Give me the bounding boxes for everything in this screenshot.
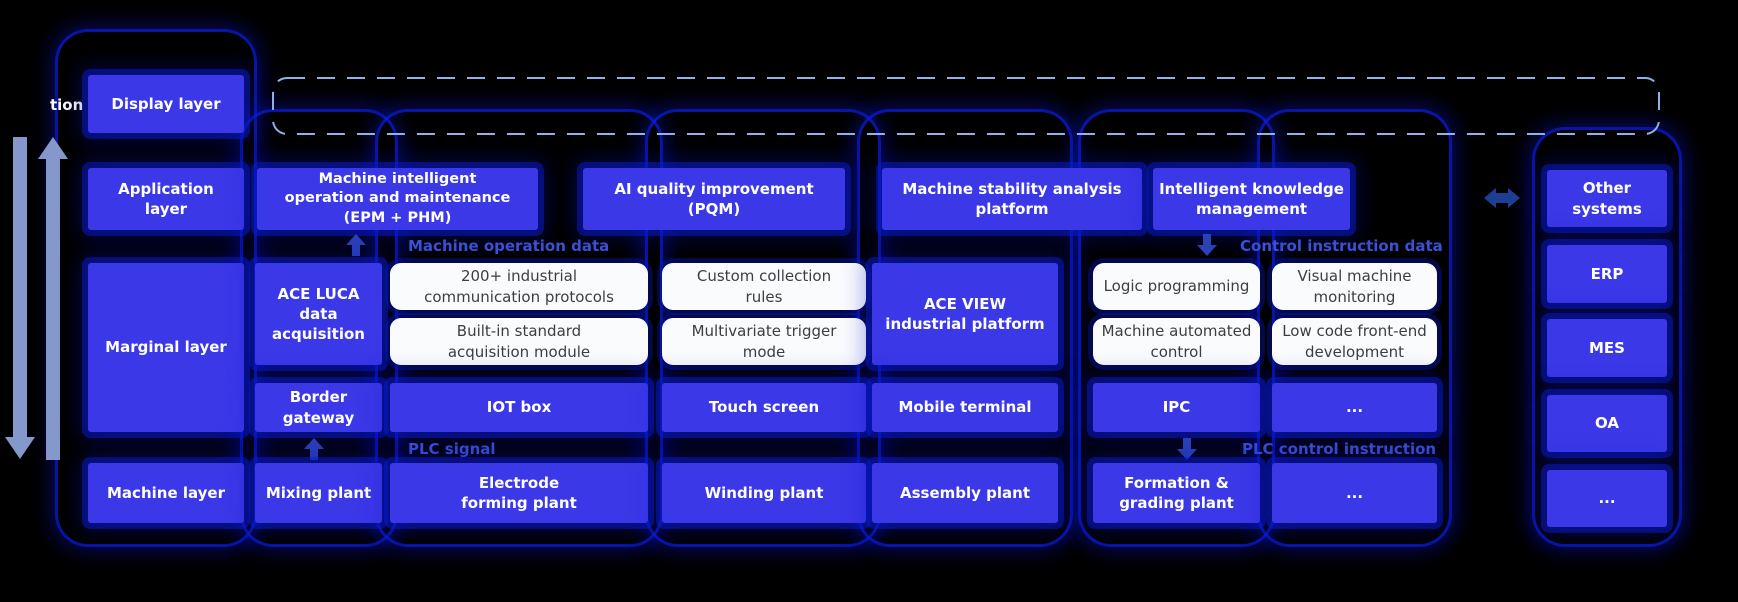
right-more-box: ... — [1547, 470, 1667, 527]
border-gateway-box: Border gateway — [255, 383, 382, 432]
ipc-box: IPC — [1093, 383, 1260, 432]
plc-signal-label: PLC signal — [408, 440, 496, 458]
mes-box: MES — [1547, 319, 1667, 377]
down-flow-arrow-icon — [1176, 438, 1198, 460]
app-stability-platform: Machine stability analysis platform — [882, 168, 1142, 230]
winding-plant-box: Winding plant — [662, 463, 866, 523]
bidirectional-arrow-icon — [1484, 188, 1520, 208]
mobile-terminal-box: Mobile terminal — [872, 383, 1058, 432]
mixing-plant-box: Mixing plant — [255, 463, 382, 523]
up-flow-arrow-icon — [345, 234, 367, 256]
machine-operation-data-label: Machine operation data — [408, 237, 610, 255]
app-epm-phm: Machine intelligent operation and mainte… — [257, 168, 538, 230]
electrode-plant-box: Electrode forming plant — [390, 463, 648, 523]
auto-control-box: Machine automated control — [1093, 318, 1260, 365]
other-systems-box: Other systems — [1547, 170, 1667, 227]
machine-more-box: ... — [1272, 463, 1437, 523]
app-knowledge-management: Intelligent knowledge management — [1153, 168, 1350, 230]
layer-application: Application layer — [88, 168, 244, 230]
down-flow-arrow-icon — [1196, 234, 1218, 256]
layer-marginal: Marginal layer — [88, 263, 244, 432]
dashed-region-border — [272, 77, 1660, 135]
cropped-left-label: tion — [50, 96, 84, 114]
up-arrow-icon — [38, 137, 68, 460]
iot-box: IOT box — [390, 383, 648, 432]
control-instruction-data-label: Control instruction data — [1240, 237, 1443, 255]
layer-machine: Machine layer — [88, 463, 244, 523]
touch-screen-box: Touch screen — [662, 383, 866, 432]
low-code-box: Low code front-end development — [1272, 318, 1437, 365]
formation-plant-box: Formation & grading plant — [1093, 463, 1260, 523]
down-arrow-icon — [5, 137, 35, 459]
custom-rules-box: Custom collection rules — [662, 263, 866, 310]
up-flow-arrow-icon — [303, 438, 325, 460]
ace-luca-box: ACE LUCA data acquisition — [255, 263, 382, 365]
app-pqm: AI quality improvement (PQM) — [583, 168, 845, 230]
assembly-plant-box: Assembly plant — [872, 463, 1058, 523]
oa-box: OA — [1547, 395, 1667, 452]
ace-view-box: ACE VIEW industrial platform — [872, 263, 1058, 365]
visual-monitoring-box: Visual machine monitoring — [1272, 263, 1437, 310]
layer-display: Display layer — [88, 75, 244, 133]
erp-box: ERP — [1547, 245, 1667, 303]
device-more-box: ... — [1272, 383, 1437, 432]
logic-programming-box: Logic programming — [1093, 263, 1260, 310]
trigger-mode-box: Multivariate trigger mode — [662, 318, 866, 365]
builtin-module-box: Built-in standard acquisition module — [390, 318, 648, 365]
plc-control-instruction-label: PLC control instruction — [1242, 440, 1437, 458]
protocols-box: 200+ industrial communication protocols — [390, 263, 648, 310]
